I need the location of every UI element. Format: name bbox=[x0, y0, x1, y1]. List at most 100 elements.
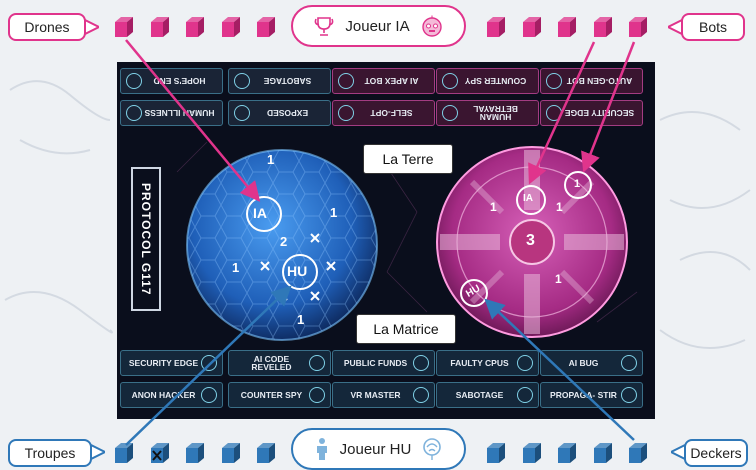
troupes-callout: Troupes bbox=[8, 439, 92, 467]
matrix-number: 1 bbox=[490, 200, 497, 214]
bots-label: Bots bbox=[698, 19, 727, 35]
hu-cube-token[interactable] bbox=[184, 441, 206, 465]
event-card-title: SECURITY EDGE bbox=[128, 358, 199, 368]
ai-cube-token[interactable] bbox=[521, 15, 543, 39]
card-symbol-icon bbox=[517, 355, 533, 371]
event-card[interactable]: PROPAGA- STIR bbox=[540, 382, 643, 408]
event-card[interactable]: AI BUG bbox=[540, 350, 643, 376]
ai-cube-token[interactable] bbox=[113, 15, 135, 39]
ai-cube-token[interactable] bbox=[485, 15, 507, 39]
hu-soldier-icon bbox=[316, 438, 327, 460]
matrix-number: 1 bbox=[574, 178, 581, 190]
matrix-label: La Matrice bbox=[356, 314, 456, 344]
card-symbol-icon bbox=[234, 73, 250, 89]
event-card-title: HUMAN BETRAYAL bbox=[473, 104, 518, 122]
card-symbol-icon bbox=[234, 105, 250, 121]
card-symbol-icon bbox=[201, 387, 217, 403]
hu-cube-token[interactable] bbox=[556, 441, 578, 465]
hu-cube-token[interactable] bbox=[485, 441, 507, 465]
event-card-title: AI CODE REVELED bbox=[251, 354, 292, 372]
hu-cube-token[interactable] bbox=[149, 441, 171, 465]
matrix-hu-zone bbox=[460, 279, 488, 307]
event-card-title: HUMAN ILLNESS bbox=[144, 108, 215, 118]
ai-cube-token[interactable] bbox=[556, 15, 578, 39]
event-card-title: AUTO-GEN BOT bbox=[566, 76, 633, 86]
event-card-title: COUNTER SPY bbox=[464, 76, 527, 86]
matrix-center-number: 3 bbox=[526, 232, 535, 249]
card-symbol-icon bbox=[413, 355, 429, 371]
card-symbol-icon bbox=[546, 73, 562, 89]
hu-cube-token[interactable] bbox=[592, 441, 614, 465]
card-symbol-icon bbox=[442, 105, 458, 121]
game-board: PROTOCOL G117 IA HU 1 1 2 1 1 IA HU 3 1 … bbox=[117, 62, 655, 419]
card-symbol-icon bbox=[546, 105, 562, 121]
earth-number: 1 bbox=[267, 152, 275, 167]
event-card-title: ANON HACKER bbox=[131, 390, 196, 400]
ai-robot-icon bbox=[421, 15, 442, 37]
event-card[interactable]: COUNTER SPY bbox=[228, 382, 331, 408]
event-card[interactable]: SABOTAGE bbox=[436, 382, 539, 408]
drones-callout: Drones bbox=[8, 13, 86, 41]
hu-cube-token[interactable] bbox=[521, 441, 543, 465]
card-symbol-icon bbox=[621, 355, 637, 371]
card-symbol-icon bbox=[413, 387, 429, 403]
hu-cube-token[interactable] bbox=[627, 441, 649, 465]
ai-cube-token[interactable] bbox=[220, 15, 242, 39]
event-card[interactable]: VR MASTER bbox=[332, 382, 435, 408]
card-symbol-icon bbox=[126, 105, 142, 121]
event-card-title: SECURITY EDGE bbox=[564, 108, 635, 118]
earth-number: 2 bbox=[280, 234, 288, 249]
event-card[interactable]: COUNTER SPY bbox=[436, 68, 539, 94]
event-card[interactable]: EXPOSED bbox=[228, 100, 331, 126]
event-card[interactable]: SABOTAGE bbox=[228, 68, 331, 94]
ai-cube-token[interactable] bbox=[255, 15, 277, 39]
drones-label: Drones bbox=[24, 19, 70, 35]
event-card[interactable]: HUMAN BETRAYAL bbox=[436, 100, 539, 126]
event-card[interactable]: SECURITY EDGE bbox=[540, 100, 643, 126]
ai-cube-token[interactable] bbox=[627, 15, 649, 39]
hu-cube-token[interactable] bbox=[255, 441, 277, 465]
event-card[interactable]: ANON HACKER bbox=[120, 382, 223, 408]
earth-ia-zone bbox=[246, 196, 282, 232]
event-card-title: SABOTAGE bbox=[455, 390, 504, 400]
protocol-title-card: PROTOCOL G117 bbox=[131, 167, 161, 311]
ai-cube-token[interactable] bbox=[149, 15, 171, 39]
event-card-title: SELF-OPT bbox=[370, 108, 413, 118]
event-card[interactable]: SECURITY EDGE bbox=[120, 350, 223, 376]
matrix-zone-ia-label: IA bbox=[523, 193, 533, 204]
bots-callout: Bots bbox=[681, 13, 745, 41]
event-card-title: EXPOSED bbox=[266, 108, 309, 118]
earth-number: 1 bbox=[297, 312, 305, 327]
ai-cube-token[interactable] bbox=[184, 15, 206, 39]
card-symbol-icon bbox=[442, 73, 458, 89]
earth-number: 1 bbox=[330, 205, 338, 220]
event-card[interactable]: FAULTY CPUS bbox=[436, 350, 539, 376]
event-card-title: PUBLIC FUNDS bbox=[343, 358, 408, 368]
event-card-title: SABOTAGE bbox=[263, 76, 312, 86]
event-card[interactable]: AI CODE REVELED bbox=[228, 350, 331, 376]
event-card[interactable]: AI APEX BOT bbox=[332, 68, 435, 94]
event-card[interactable]: SELF-OPT bbox=[332, 100, 435, 126]
hu-brain-icon bbox=[423, 438, 442, 460]
ai-trophy-icon bbox=[315, 17, 334, 36]
deckers-callout: Deckers bbox=[684, 439, 748, 467]
event-card-title: HOPE'S END bbox=[153, 76, 206, 86]
hu-cube-token[interactable] bbox=[113, 441, 135, 465]
hu-cube-token[interactable] bbox=[220, 441, 242, 465]
player-hu-badge: Joueur HU bbox=[291, 428, 466, 470]
event-card[interactable]: PUBLIC FUNDS bbox=[332, 350, 435, 376]
event-card[interactable]: HOPE'S END bbox=[120, 68, 223, 94]
event-card-title: AI APEX BOT bbox=[364, 76, 419, 86]
protocol-title: PROTOCOL G117 bbox=[139, 182, 153, 296]
event-card[interactable]: AUTO-GEN BOT bbox=[540, 68, 643, 94]
card-symbol-icon bbox=[309, 355, 325, 371]
event-card[interactable]: HUMAN ILLNESS bbox=[120, 100, 223, 126]
ai-cube-token[interactable] bbox=[592, 15, 614, 39]
player-ai-label: Joueur IA bbox=[345, 17, 410, 35]
earth-zone-ia-label: IA bbox=[253, 205, 267, 221]
event-card-title: VR MASTER bbox=[350, 390, 401, 400]
deckers-callout-pointer bbox=[671, 443, 685, 461]
troupes-label: Troupes bbox=[24, 445, 76, 461]
earth-zone-hu-label: HU bbox=[287, 263, 308, 279]
event-card-title: FAULTY CPUS bbox=[450, 358, 509, 368]
